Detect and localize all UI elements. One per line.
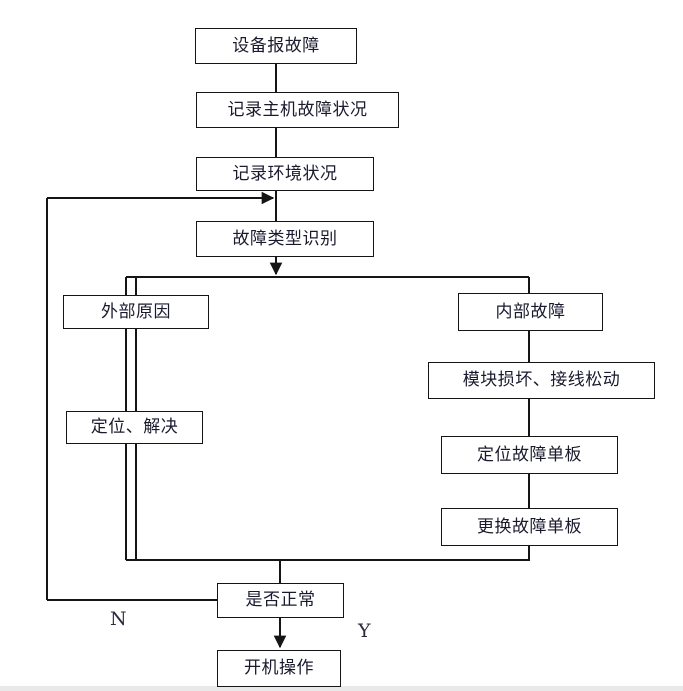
edge-label-yes: Y — [358, 620, 371, 642]
bottom-scroll-strip — [0, 686, 683, 691]
node-log-env[interactable]: 记录环境状况 — [196, 157, 374, 191]
node-external[interactable]: 外部原因 — [63, 295, 209, 329]
node-module-fail[interactable]: 模块损坏、接线松动 — [428, 362, 655, 399]
node-locate-external[interactable]: 定位、解决 — [66, 411, 203, 444]
node-report[interactable]: 设备报故障 — [195, 28, 357, 64]
node-log-host[interactable]: 记录主机故障状况 — [196, 92, 399, 128]
node-power-on[interactable]: 开机操作 — [217, 650, 341, 687]
node-classify[interactable]: 故障类型识别 — [196, 221, 374, 257]
node-replace-card[interactable]: 更换故障单板 — [441, 508, 618, 546]
node-internal[interactable]: 内部故障 — [458, 293, 603, 331]
node-is-normal[interactable]: 是否正常 — [217, 583, 344, 618]
node-locate-card[interactable]: 定位故障单板 — [441, 436, 618, 474]
edge-label-no: N — [110, 608, 127, 630]
